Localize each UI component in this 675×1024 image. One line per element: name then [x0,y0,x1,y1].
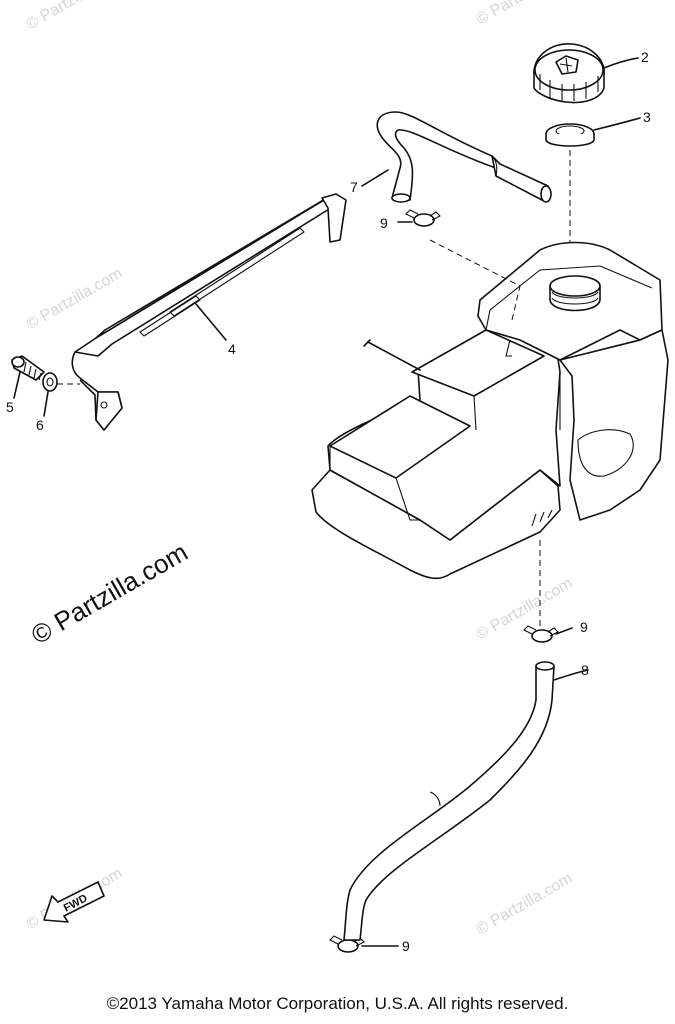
breather-hose-part-7 [361,111,552,203]
callout-9-bottom: 9 [402,938,410,954]
watermark-large: © Partzilla.com [26,537,193,651]
bolt-part-5 [11,355,45,399]
callout-labels: 2 3 7 9 4 5 6 9 8 9 [6,49,651,954]
copyright-notice: ©2013 Yamaha Motor Corporation, U.S.A. A… [106,994,569,1013]
callout-6: 6 [36,417,44,433]
bracket-part-4 [71,193,347,431]
fuel-cap-part-2 [533,43,639,104]
fuel-tank-part-1 [311,239,669,630]
callout-5: 5 [6,399,14,415]
watermark: © Partzilla.com [474,0,576,28]
callout-9-middle: 9 [580,619,588,635]
callout-7: 7 [350,179,358,195]
washer-part-6 [42,372,80,417]
callout-8: 8 [581,662,589,678]
hose-clip-part-9-top [397,209,441,227]
callout-3: 3 [643,109,651,125]
watermark: © Partzilla.com [24,265,126,334]
hose-clip-part-9-middle [523,625,573,643]
callout-9-top: 9 [380,215,388,231]
hose-clip-part-9-bottom [329,935,399,953]
watermark: © Partzilla.com [474,870,576,939]
cap-seal-part-3 [545,117,641,245]
callout-2: 2 [641,49,649,65]
fuel-hose-part-8 [343,661,589,941]
callout-4: 4 [228,341,236,357]
leader-line-4 [195,303,227,341]
forward-direction-arrow: FWD [43,881,105,923]
watermark: © Partzilla.com [24,0,126,33]
